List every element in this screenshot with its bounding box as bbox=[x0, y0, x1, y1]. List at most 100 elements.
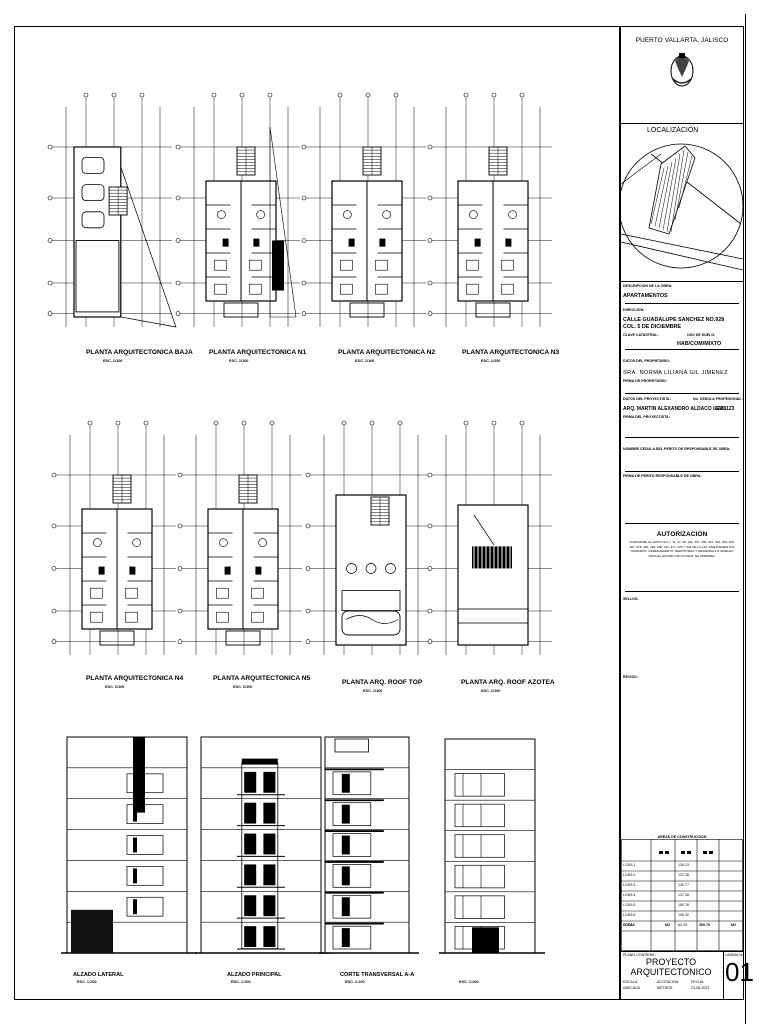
review-label: REVISO: bbox=[623, 675, 638, 679]
stamps-label: SELLOS: bbox=[623, 597, 639, 601]
authorization-title: AUTORIZACIÓN bbox=[656, 531, 708, 538]
dims-value: METROS bbox=[657, 986, 673, 990]
scale-value: INDICADA bbox=[623, 986, 641, 990]
elev-title-principal: ALZADO PRINCIPAL bbox=[227, 972, 282, 978]
plan-title-n3: PLANTA ARQUITECTONICA N3 bbox=[462, 349, 560, 356]
auth-line-3: HUMANOS, ORDENAMIENTO TERRITORIAL Y DESA… bbox=[630, 549, 734, 554]
auth-line-4: PARA EL ESTADO DE NAYARIT, SE APRUEBA: bbox=[648, 553, 716, 558]
plan-title-n5: PLANTA ARQUITECTONICA N5 bbox=[213, 675, 311, 682]
total-unit-2: M2 bbox=[731, 923, 736, 927]
plan-scale-n2: ESC. 1/100 bbox=[355, 359, 375, 363]
date-value: 23-08-2023 bbox=[691, 986, 710, 990]
plan-n1 bbox=[175, 92, 300, 327]
plan-n5 bbox=[177, 420, 302, 655]
desc-label: DESCRIPCION DE LA OBRA: bbox=[623, 284, 673, 288]
areas-row-value: 139.13 bbox=[678, 863, 689, 867]
project-title: PROYECTO ARQUITECTONICO bbox=[621, 957, 721, 977]
land-use-label: USO DE SUELO: bbox=[687, 333, 716, 337]
elevation-4 bbox=[439, 738, 545, 954]
elev-scale-corte: ESC. 1:200 bbox=[345, 980, 365, 984]
plan-contains-label: PLANO CONTIENE: bbox=[623, 953, 656, 957]
drawings-canvas bbox=[47, 92, 552, 954]
areas-row-value: 149.32 bbox=[678, 913, 689, 917]
plans-layer bbox=[47, 92, 552, 655]
elevation-lateral bbox=[61, 736, 197, 954]
elevation-principal bbox=[195, 736, 331, 954]
plan-title-n2: PLANTA ARQUITECTONICA N2 bbox=[338, 349, 436, 356]
areas-row-level: LOSA 7 bbox=[623, 923, 636, 927]
elevations-layer bbox=[61, 736, 545, 954]
title-block: PUERTO VALLARTA, JALISCO LOCALIZACIÓN DE… bbox=[620, 26, 754, 1000]
owner-sign-label: FIRMA DE PROPIETARIO: bbox=[623, 379, 667, 383]
plan-scale-baja: ESC. 1/100 bbox=[103, 359, 123, 363]
plan-scale-n5: ESC. 1/100 bbox=[233, 685, 253, 689]
total-label: TOTAL bbox=[623, 923, 635, 927]
plan-n4 bbox=[51, 420, 176, 655]
plan-scale-n3: ESC. 1/100 bbox=[481, 359, 501, 363]
desc-value: APARTAMENTOS bbox=[623, 293, 668, 299]
designer-label: DATOS DEL PROYECTISTA: bbox=[623, 397, 671, 401]
plan-scale-n4: ESC. 1/100 bbox=[105, 685, 125, 689]
elev-scale-lateral: ESC. 1:200 bbox=[77, 980, 97, 984]
project-line-2: ARQUITECTONICO bbox=[630, 967, 712, 977]
scale-label: ESCALA: bbox=[623, 980, 639, 984]
owner-value: SRA. NORMA LILIANA GIL JIMENEZ bbox=[623, 370, 729, 376]
areas-row-value: 137.26 bbox=[678, 873, 689, 877]
plan-n2 bbox=[301, 92, 426, 327]
address-line2: COL. 5 DE DICIEMBRE bbox=[623, 324, 682, 330]
site-manager-label: NOMBRE CEDULA DEL PERITO DE RESPONSABLE … bbox=[623, 447, 731, 451]
plan-title-roof-top: PLANTA ARQ. ROOF TOP bbox=[342, 679, 423, 686]
areas-row-level: LOSA 5 bbox=[623, 903, 636, 907]
dims-label: ACOTACION: bbox=[657, 980, 680, 984]
plan-title-roof-azotea: PLANTA ARQ. ROOF AZOTEA bbox=[461, 679, 555, 686]
areas-table-grid bbox=[621, 839, 743, 951]
elevation-corte bbox=[319, 736, 419, 954]
areas-row-level: LOSA 3 bbox=[623, 883, 636, 887]
areas-row-value: 137.26 bbox=[678, 893, 689, 897]
total-unit: M2 bbox=[665, 923, 670, 927]
plan-title-n1: PLANTA ARQUITECTONICA N1 bbox=[209, 349, 307, 356]
areas-row-value: 160.76 bbox=[678, 903, 689, 907]
elev-title-corte: CORTE TRANSVERSAL A-A bbox=[340, 972, 415, 978]
plan-roof-azotea bbox=[427, 420, 552, 655]
land-use-value: HAB/COM/MIXTO bbox=[677, 341, 722, 347]
license-label: No. CEDULA PROFESIONAL: bbox=[693, 397, 743, 401]
total-value: 959.76 bbox=[699, 923, 710, 927]
city-heading: PUERTO VALLARTA, JALISCO bbox=[635, 37, 729, 44]
areas-row-value: 63.29 bbox=[678, 923, 687, 927]
address-label: DIRECCION: bbox=[623, 308, 645, 312]
sheet-label: LAMINA No. bbox=[725, 953, 745, 957]
coat-of-arms-seal bbox=[670, 53, 694, 87]
sheet-trim-line bbox=[745, 14, 746, 1024]
elev-title-lateral: ALZADO LATERAL bbox=[73, 972, 124, 978]
designer-value: ARQ. MARTIN ALEXANDRO ALDACO LEAL bbox=[623, 406, 727, 412]
elev-scale-principal: ESC. 1:200 bbox=[231, 980, 251, 984]
site-manager-sign-label: FIRMA DE PERITO RESPONSABLE DE OBRA: bbox=[623, 474, 702, 478]
plan-scale-n1: ESC. 1/100 bbox=[229, 359, 249, 363]
plan-scale-roof-azotea: ESC. 1/100 bbox=[481, 689, 501, 693]
designer-sign-label: FIRMA DEL PROYECTISTA: bbox=[623, 415, 670, 419]
areas-row-level: LOSA 2 bbox=[623, 873, 636, 877]
areas-title: AREAS DE CONSTRUCCION bbox=[657, 835, 707, 839]
plan-title-baja: PLANTA ARQUITECTONICA BAJA bbox=[86, 349, 193, 356]
plan-baja bbox=[47, 92, 177, 328]
areas-row-level: LOSA 4 bbox=[623, 893, 636, 897]
license-value: 6220123 bbox=[715, 406, 735, 412]
cadastral-label: CLAVE CATASTRAL: bbox=[623, 333, 659, 337]
date-label: FECHA: bbox=[691, 980, 705, 984]
project-line-1: PROYECTO bbox=[645, 957, 697, 967]
areas-row-level: LOSA 6 bbox=[623, 913, 636, 917]
plan-scale-roof-top: ESC. 1/100 bbox=[363, 689, 383, 693]
location-label: LOCALIZACIÓN bbox=[647, 127, 699, 134]
drawing-area: PLANTA ARQUITECTONICA BAJA ESC. 1/100 PL… bbox=[14, 26, 620, 1000]
authorization-text: CONFORME AL ARTICULO 7, 11, 17, 18, 102,… bbox=[621, 540, 743, 558]
elev-scale-4: ESC. 1:200 bbox=[459, 980, 479, 984]
location-map bbox=[621, 143, 743, 271]
plan-n3 bbox=[427, 92, 552, 327]
plan-title-n4: PLANTA ARQUITECTONICA N4 bbox=[86, 675, 184, 682]
auth-line-1: CONFORME AL ARTICULO 7, 11, 17, 18, 102,… bbox=[629, 540, 735, 544]
plan-roof-top bbox=[305, 420, 430, 655]
areas-row-value: 139.77 bbox=[678, 883, 689, 887]
auth-line-2: 207, 278, 281, 283, 308, 311, 317, 329 Y… bbox=[629, 544, 735, 549]
areas-row-level: LOSA 1 bbox=[623, 863, 636, 867]
